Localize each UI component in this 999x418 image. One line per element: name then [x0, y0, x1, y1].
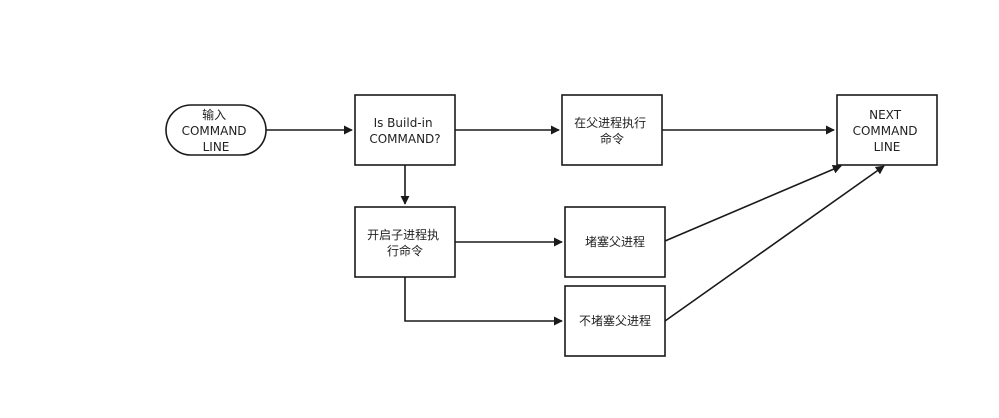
edge-fork-child-to-nonblock-parent — [404, 277, 563, 326]
process-box — [354, 94, 456, 166]
node-label: 开启子进程执 — [367, 227, 439, 242]
node-label: 命令 — [600, 131, 624, 146]
node-label: COMMAND — [853, 124, 918, 138]
svg-text:开启子进程执 行命令: 开启子进程执 行命令 — [367, 227, 443, 258]
node-input-command: 输入 COMMAND LINE — [165, 104, 267, 156]
process-box — [561, 94, 663, 166]
node-label: 不堵塞父进程 — [579, 313, 651, 328]
node-label: 输入 — [202, 107, 226, 122]
terminal-shape — [165, 104, 267, 156]
node-block-parent: 堵塞父进程 — [564, 206, 666, 278]
edge-nonblock-parent-to-next — [664, 165, 885, 322]
svg-text:Is Build-in COMMAND?: Is Build-in COMMAND? — [369, 116, 440, 146]
node-label: LINE — [203, 140, 230, 154]
node-exec-in-parent: 在父进程执行 命令 — [561, 94, 663, 166]
node-fork-child: 开启子进程执 行命令 — [354, 206, 456, 278]
node-label: COMMAND — [182, 124, 247, 138]
edge-block-parent-to-next — [664, 165, 842, 242]
node-label: NEXT — [869, 108, 902, 122]
node-label: COMMAND? — [369, 132, 440, 146]
svg-text:不堵塞父进程: 不堵塞父进程 — [579, 313, 651, 328]
node-label: 行命令 — [387, 243, 423, 258]
process-box — [564, 285, 666, 357]
node-label: LINE — [874, 140, 901, 154]
node-label: 堵塞父进程 — [585, 234, 645, 249]
node-nonblock-parent: 不堵塞父进程 — [564, 285, 666, 357]
edges — [266, 125, 885, 326]
svg-text:堵塞父进程: 堵塞父进程 — [585, 234, 645, 249]
svg-text:输入 COMMAND LINE: 输入 COMMAND LINE — [182, 107, 251, 154]
process-box — [564, 206, 666, 278]
node-label: 在父进程执行 — [574, 115, 646, 130]
process-box — [836, 94, 938, 166]
node-next-command: NEXT COMMAND LINE — [836, 94, 938, 166]
process-box — [354, 206, 456, 278]
svg-text:NEXT COMMAND LINE: NEXT COMMAND LINE — [853, 108, 922, 154]
svg-text:在父进程执行 命令: 在父进程执行 命令 — [574, 115, 650, 146]
node-label: Is Build-in — [374, 116, 433, 130]
node-is-builtin: Is Build-in COMMAND? — [354, 94, 456, 166]
